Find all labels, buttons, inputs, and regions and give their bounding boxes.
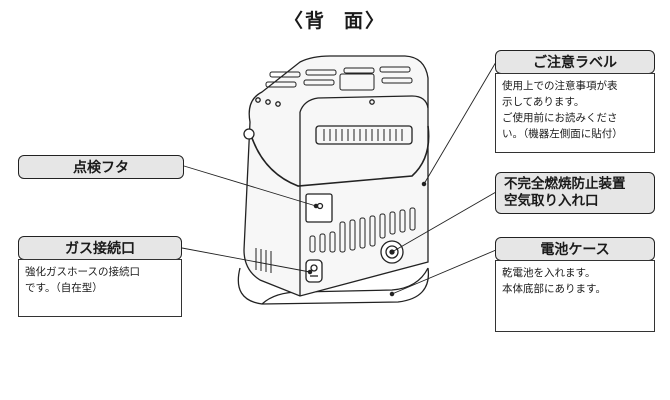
gas-port-description: 強化ガスホースの接続口 です。（自在型） [18,259,182,317]
battery-case-label: 電池ケース [540,242,610,258]
gas-port-label: ガス接続口 [65,241,135,257]
air-intake-label-line2: 空気取り入れ口 [504,193,599,209]
leader-air-intake [391,191,497,253]
gas-port-desc-line: 強化ガスホースの接続口 [25,266,140,278]
callout-caution-label: ご注意ラベル [495,50,655,74]
gas-port-desc-line: です。（自在型） [25,282,103,294]
heater-body [243,55,429,297]
caution-label-description: 使用上での注意事項が表 示してあります。 ご使用前にお読みくださ い。（機器左側… [495,73,655,153]
callout-battery-case-label: 電池ケース [495,237,655,261]
battery-desc-line: 本体底部にあります。 [502,283,606,295]
callout-inspection-lid-label: 点検フタ [18,155,184,179]
battery-desc-line: 乾電池を入れます。 [502,267,596,279]
callout-gas-port-label: ガス接続口 [18,236,182,260]
title-right: 面〉 [344,10,387,32]
carry-handle [249,125,430,187]
caution-desc-line: い。（機器左側面に貼付） [502,128,623,140]
caution-desc-line: 示してあります。 [502,96,585,108]
title-left: 〈背 [283,10,326,32]
caution-desc-line: 使用上での注意事項が表 [502,80,618,92]
inspection-lid-label: 点検フタ [73,160,129,176]
leader-battery-case [391,249,497,295]
caution-label-title: ご注意ラベル [533,55,617,71]
leader-caution-label [423,61,497,185]
battery-case-description: 乾電池を入れます。 本体底部にあります。 [495,260,655,332]
heater-base [237,267,430,305]
callout-air-intake-label: 不完全燃焼防止装置 空気取り入れ口 [495,172,655,214]
air-intake-label-line1: 不完全燃焼防止装置 [504,176,626,192]
leader-gas-port [181,247,311,273]
caution-desc-line: ご使用前にお読みくださ [502,112,618,124]
leader-inspection-lid [183,165,317,207]
page-title: 〈背面〉 [0,6,670,33]
